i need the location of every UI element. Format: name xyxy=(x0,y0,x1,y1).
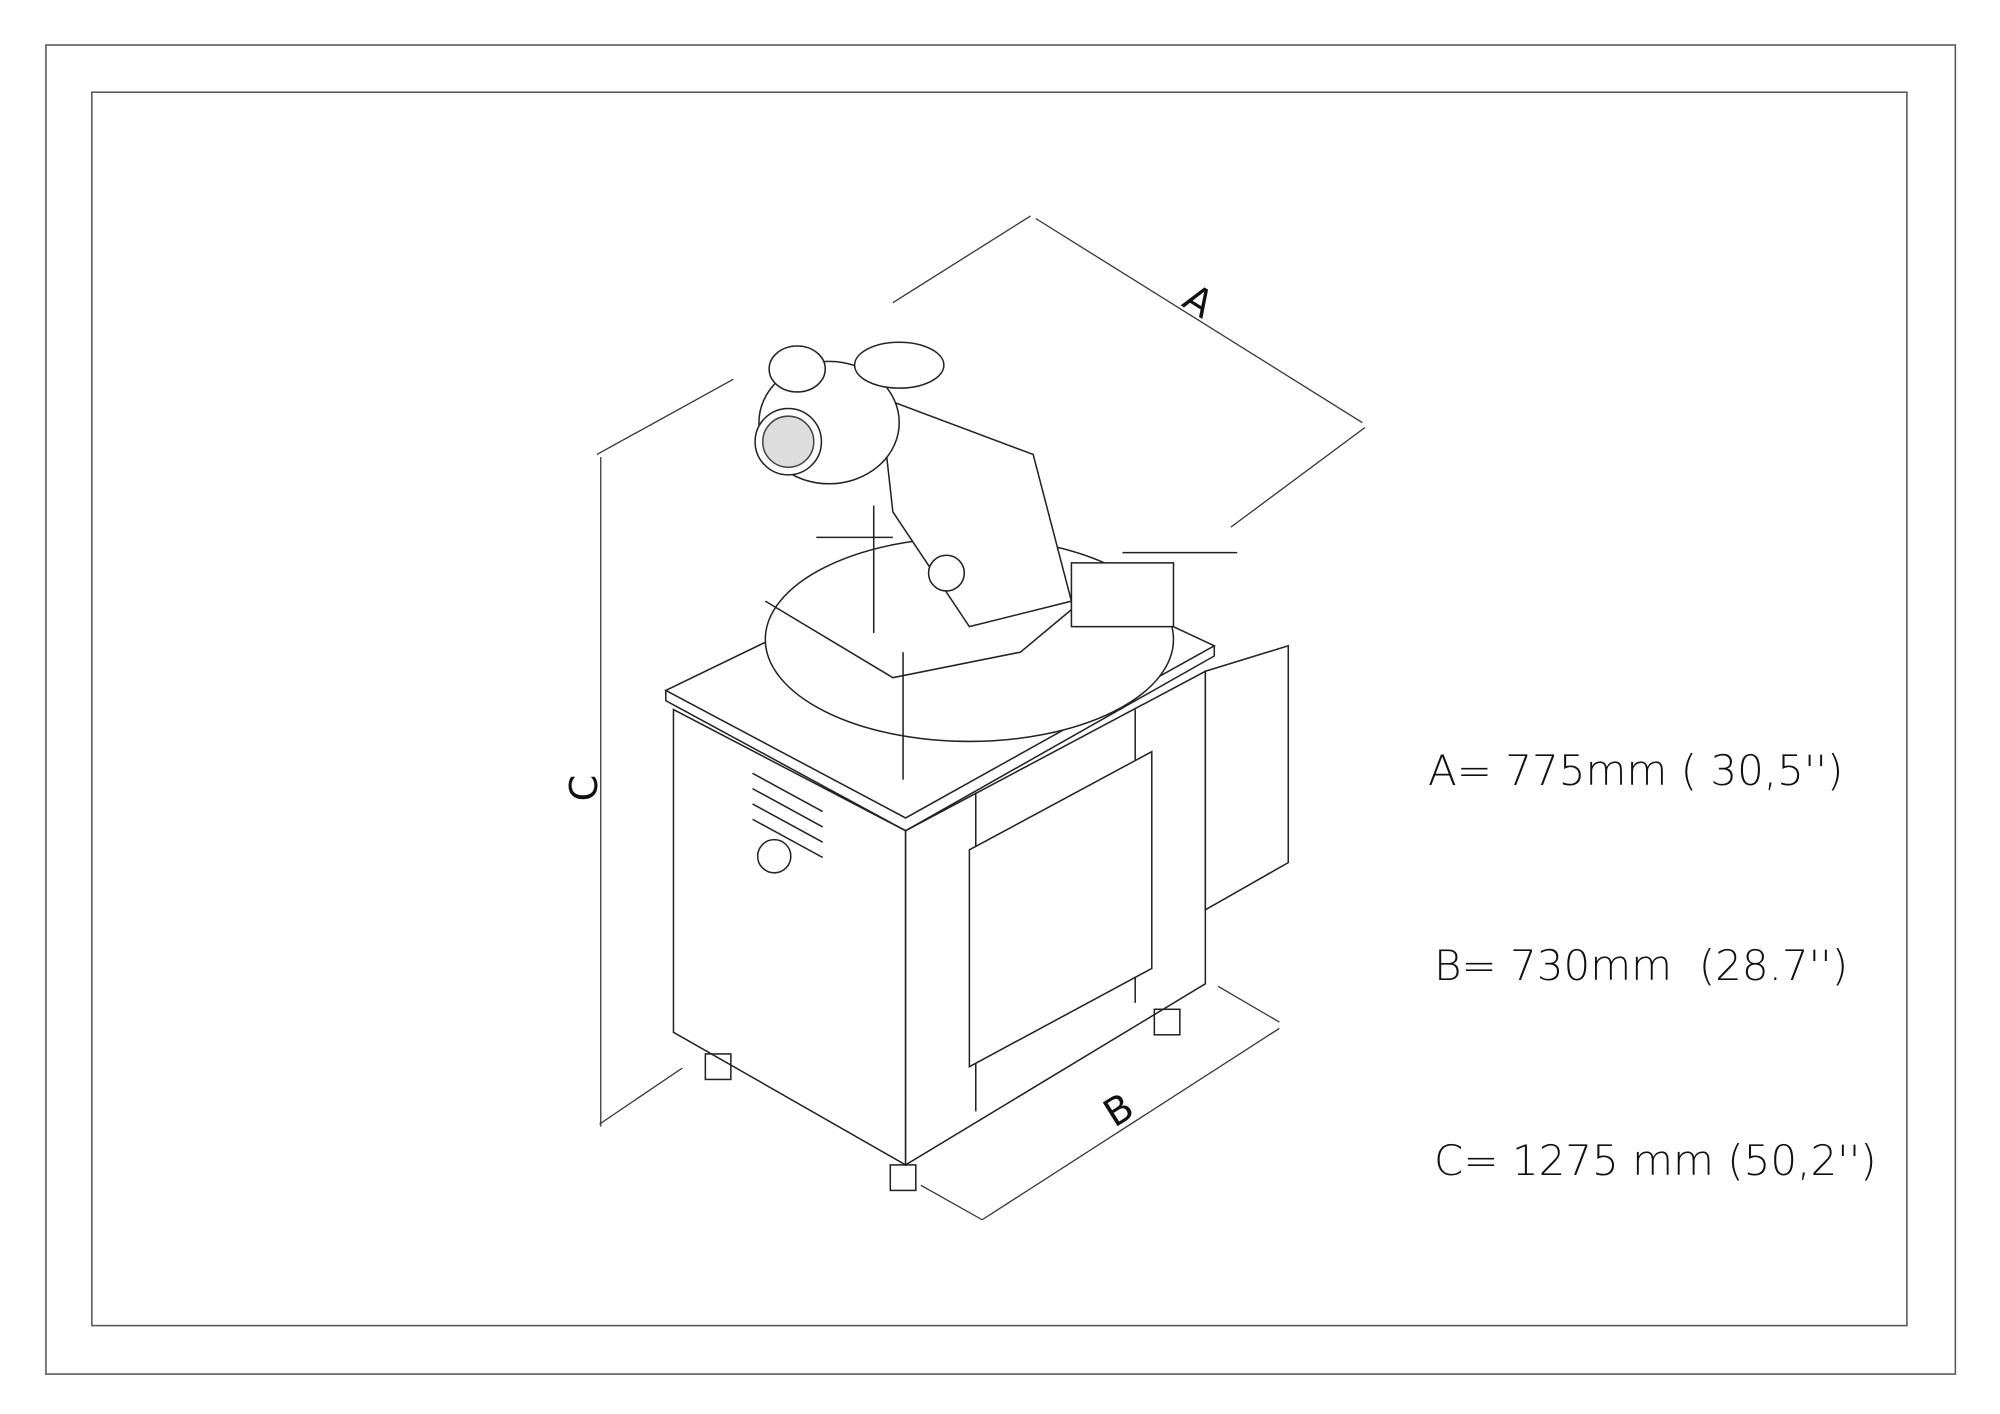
dimension-label-c: C xyxy=(562,775,607,802)
inner-frame xyxy=(91,91,1908,1327)
dimension-b-value: B= 730mm (28.7'') xyxy=(1434,941,1849,990)
dimension-c-value: C= 1275 mm (50,2'') xyxy=(1434,1136,1877,1185)
outer-frame xyxy=(45,44,1957,1375)
dimensions-table: A= 775mm ( 30,5'') B= 730mm (28.7'') C= … xyxy=(1428,608,1877,1258)
vent-slots xyxy=(752,772,824,859)
dimension-label-a: A xyxy=(1175,276,1221,328)
dimension-label-b: B xyxy=(1096,1084,1142,1136)
feet xyxy=(704,1008,1181,1192)
dimension-a-value: A= 775mm ( 30,5'') xyxy=(1428,746,1844,795)
machine-drawing xyxy=(664,341,1290,1192)
dimension-lines xyxy=(596,215,1366,1221)
